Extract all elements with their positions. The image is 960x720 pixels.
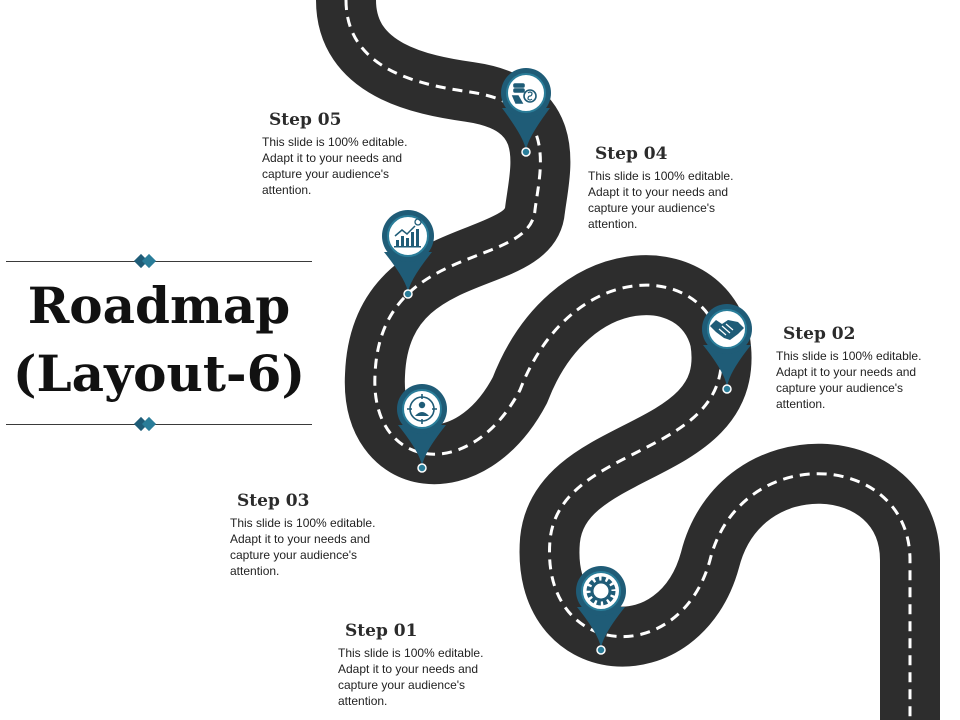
step-01-description: This slide is 100% editable. Adapt it to… bbox=[338, 646, 484, 708]
step-02-description: This slide is 100% editable. Adapt it to… bbox=[776, 349, 922, 411]
step-03-title: Step 03 bbox=[237, 491, 310, 511]
growth-chart-icon bbox=[394, 218, 422, 248]
money-hand-icon bbox=[511, 83, 537, 104]
step-04-title: Step 04 bbox=[595, 144, 668, 164]
page-title: Roadmap (Layout-6) bbox=[0, 272, 318, 408]
step-05-text: Step 05 This slide is 100% editable. Ada… bbox=[262, 110, 437, 198]
step-02-pin[interactable] bbox=[702, 304, 752, 394]
diamond-ornament-bottom bbox=[133, 416, 160, 432]
step-05-pin[interactable] bbox=[382, 210, 434, 299]
step-01-text: Step 01 This slide is 100% editable. Ada… bbox=[338, 621, 513, 709]
step-01-pin[interactable] bbox=[576, 566, 626, 655]
handshake-icon bbox=[710, 320, 744, 340]
step-01-title: Step 01 bbox=[345, 621, 418, 641]
step-04-description: This slide is 100% editable. Adapt it to… bbox=[588, 169, 734, 231]
step-05-description: This slide is 100% editable. Adapt it to… bbox=[262, 135, 408, 197]
step-02-text: Step 02 This slide is 100% editable. Ada… bbox=[776, 324, 951, 412]
title-divider-bottom bbox=[6, 424, 312, 425]
step-03-pin[interactable] bbox=[397, 384, 447, 473]
step-04-text: Step 04 This slide is 100% editable. Ada… bbox=[588, 144, 763, 232]
step-04-pin[interactable] bbox=[501, 68, 551, 157]
step-02-title: Step 02 bbox=[783, 324, 856, 344]
diamond-ornament-top bbox=[133, 253, 160, 269]
title-block: Roadmap (Layout-6) bbox=[0, 248, 320, 438]
title-line-2: (Layout-6) bbox=[12, 344, 306, 403]
step-03-text: Step 03 This slide is 100% editable. Ada… bbox=[230, 491, 405, 579]
road-center-dashes bbox=[344, 0, 912, 720]
gear-icon bbox=[586, 576, 616, 606]
step-05-title: Step 05 bbox=[269, 110, 342, 130]
title-line-1: Roadmap bbox=[27, 276, 291, 335]
target-person-icon bbox=[407, 394, 437, 424]
title-divider-top bbox=[6, 261, 312, 262]
step-03-description: This slide is 100% editable. Adapt it to… bbox=[230, 516, 376, 578]
